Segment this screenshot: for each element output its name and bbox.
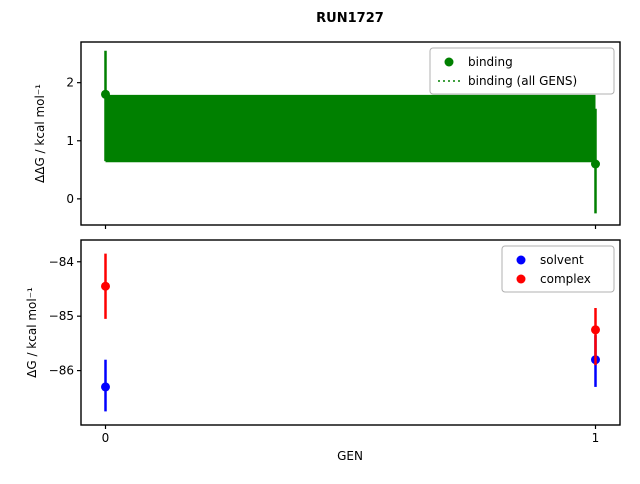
binding-data-point [101, 89, 110, 99]
legend-label: complex [540, 272, 591, 286]
y-tick-label: −86 [49, 364, 74, 378]
legend-label: solvent [540, 253, 584, 267]
bottom-ylabel: ΔG / kcal mol⁻¹ [25, 287, 39, 378]
y-tick-label: 0 [66, 192, 74, 206]
y-tick-label: 1 [66, 134, 74, 148]
bottom-legend-box [501, 245, 615, 293]
solvent-data-point [101, 382, 110, 392]
x-tick-label: 0 [102, 431, 110, 445]
x-tick-label: 1 [592, 431, 600, 445]
solvent-legend-marker [516, 255, 526, 265]
complex-legend-marker [516, 274, 526, 284]
bottom-subplot: −84 −85 −86 0 1 ΔG / kcal mol⁻¹ solvent complex [25, 239, 621, 445]
y-tick-label: −84 [49, 255, 74, 269]
top-legend-box [429, 47, 615, 95]
y-tick-label: −85 [49, 309, 74, 323]
y-tick-label: 2 [66, 76, 74, 90]
legend-label: binding (all GENS) [468, 74, 577, 88]
legend-label: binding [468, 55, 513, 69]
x-axis-label: GEN [337, 449, 363, 463]
complex-data-point [101, 281, 110, 291]
complex-data-point [591, 325, 600, 335]
binding-legend-marker [444, 57, 454, 67]
figure-title: RUN1727 [316, 11, 384, 26]
bottom-axes-frame [80, 239, 621, 426]
top-axes-frame [80, 41, 621, 226]
top-ylabel: ΔΔG / kcal mol⁻¹ [33, 84, 47, 183]
binding-data-point [591, 159, 600, 169]
